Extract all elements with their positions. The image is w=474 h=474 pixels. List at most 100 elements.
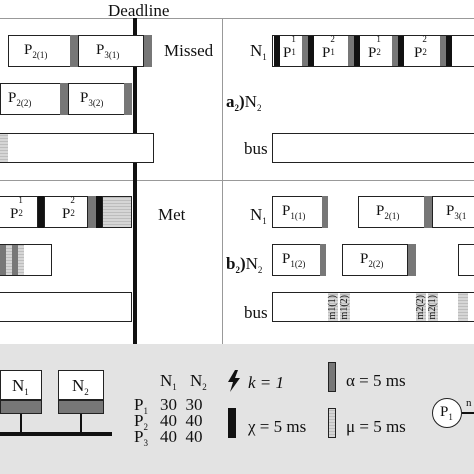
legend-node-n2-label: N2 — [72, 376, 89, 397]
top-divider — [0, 18, 474, 19]
process-graph-edge-label: n — [466, 397, 472, 409]
legend-bus-line — [0, 432, 112, 436]
alpha-overhead — [320, 244, 326, 276]
status-missed: Missed — [164, 41, 214, 60]
message-m2-1-label: m2(1) — [427, 295, 438, 320]
process-graph-edge — [462, 412, 474, 414]
process-graph-node-p1 — [432, 398, 462, 428]
chi-overhead — [354, 36, 360, 66]
legend-col-n2: N2 — [190, 371, 207, 392]
process-p1-2-label: P1(2) — [282, 251, 306, 269]
message-m1-2-label: m1(2) — [339, 295, 350, 320]
legend-row-p2: P2 — [134, 411, 148, 432]
legend-node-n1-label: N1 — [12, 376, 29, 397]
bus-timeline — [272, 133, 474, 163]
bus-label: bus — [244, 303, 268, 322]
message-m2-2 — [416, 293, 426, 321]
legend-row-p1: P1 — [134, 395, 148, 416]
bus-timeline — [272, 292, 474, 322]
process-graph-node-p1-label: P1 — [440, 404, 453, 422]
legend-bus-drop — [20, 414, 22, 432]
alpha-overhead — [70, 35, 78, 67]
message-m2-1 — [428, 293, 438, 321]
node-n2-label: b2)N2 — [226, 254, 263, 275]
process-p2-2-block — [44, 196, 88, 228]
process-p2-1-label: P2(1) — [376, 203, 400, 221]
legend-mu-swatch — [328, 408, 336, 438]
legend-col-n1: N1 — [160, 371, 177, 392]
process-p2-1-block — [0, 196, 38, 228]
legend-node-n2-box — [58, 370, 104, 400]
process-p1-1-box — [272, 196, 328, 228]
alpha-overhead — [12, 245, 18, 275]
legend-bus-drop — [80, 414, 82, 432]
alpha-overhead — [392, 36, 398, 66]
deadline-label: Deadline — [108, 1, 170, 20]
process-p1-2-box — [272, 244, 326, 276]
process-p2-1-box — [8, 35, 78, 67]
process-p2-2-label: P2(2) — [360, 251, 384, 269]
message-m2-2-label: m2(2) — [415, 295, 426, 320]
process-p3-1-label: P3(1) — [96, 42, 120, 60]
process-p3-2-label: P3(2) — [80, 90, 104, 108]
message-slot — [458, 293, 468, 321]
message-m1-1-label: m1(1) — [327, 295, 338, 320]
legend-node-n1-controller — [0, 400, 42, 414]
message-slot — [102, 196, 132, 228]
message-m1-1 — [328, 293, 338, 321]
alpha-overhead — [424, 196, 432, 228]
process-p3-2-box — [68, 83, 130, 115]
alpha-overhead — [322, 196, 328, 228]
process-p3-2-box — [458, 244, 474, 276]
process-p3-1-label: P3(1 — [446, 203, 467, 221]
message-slot — [18, 245, 24, 275]
process-p2-1-label: P2(1) — [24, 42, 48, 60]
process-p3-1-box — [78, 35, 144, 67]
legend-alpha-value: α = 5 ms — [346, 371, 406, 390]
middle-divider — [0, 180, 474, 181]
chi-overhead — [446, 36, 452, 66]
legend-row-p2-values: 40 40 — [160, 411, 203, 430]
alpha-overhead — [88, 196, 96, 228]
deadline-line — [133, 18, 137, 344]
message-slot — [0, 134, 8, 162]
process-p2-2-label: P2(2) — [8, 90, 32, 108]
legend-node-n2-controller — [58, 400, 104, 414]
message-slot — [6, 245, 12, 275]
alpha-overhead — [348, 36, 354, 66]
legend-chi-value: χ = 5 ms — [248, 417, 307, 436]
chi-overhead — [274, 36, 280, 66]
legend-row-p1-values: 30 30 — [160, 395, 203, 414]
alpha-overhead — [0, 245, 6, 275]
node-n1-label: N1 — [250, 41, 267, 62]
alpha-overhead — [408, 244, 416, 276]
legend-row-p3-values: 40 40 — [160, 427, 203, 446]
legend-k-value: k = 1 — [248, 373, 285, 392]
alpha-overhead — [440, 36, 446, 66]
legend-chi-swatch — [228, 408, 236, 438]
chi-overhead — [38, 196, 44, 228]
node-n2-label: a2)N2 — [226, 92, 262, 113]
process-p1-1-label: P1(1) — [282, 203, 306, 221]
status-met: Met — [158, 205, 186, 224]
process-p3-1-box — [432, 196, 474, 228]
chi-overhead — [398, 36, 404, 66]
alpha-overhead — [302, 36, 308, 66]
bus-label: bus — [244, 139, 268, 158]
column-divider — [222, 18, 223, 344]
legend-mu-value: μ = 5 ms — [346, 417, 406, 436]
lightning-icon — [228, 370, 240, 392]
legend-alpha-swatch — [328, 362, 336, 392]
alpha-overhead — [144, 35, 152, 67]
message-m1-2 — [340, 293, 350, 321]
legend-node-n1-box — [0, 370, 42, 400]
chi-overhead — [308, 36, 314, 66]
alpha-overhead — [124, 83, 132, 115]
node-n1-label: N1 — [250, 205, 267, 226]
